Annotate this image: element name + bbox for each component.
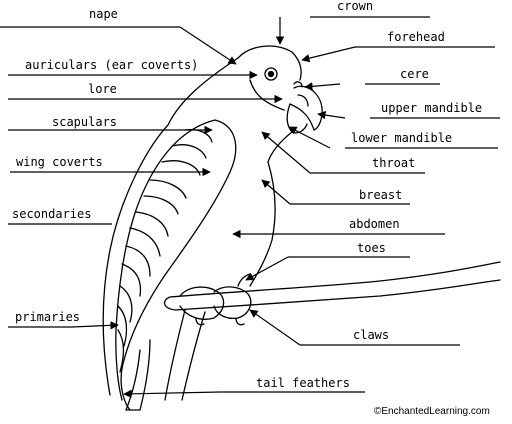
parrot-wing-outline <box>120 119 237 411</box>
scapular-feather <box>171 144 207 159</box>
perch-stub <box>164 309 206 401</box>
label-toes: toes <box>357 241 386 255</box>
labels: nape crown forehead auriculars (ear cove… <box>12 0 490 417</box>
parrot-foot <box>179 286 225 320</box>
label-tail-feathers: tail feathers <box>256 376 350 390</box>
covert-feather <box>143 195 179 215</box>
parrot-face <box>249 79 285 111</box>
parrot-beak-nostril <box>297 94 309 107</box>
label-throat: throat <box>372 156 415 170</box>
parrot-eye-ring <box>264 67 278 81</box>
label-abdomen: abdomen <box>349 217 400 231</box>
label-secondaries: secondaries <box>12 207 91 221</box>
parrot-wing-leading <box>115 119 216 401</box>
copyright-notice: ©EnchantedLearning.com <box>374 406 490 417</box>
label-upper-mandible: upper mandible <box>381 101 482 115</box>
label-lower-mandible: lower mandible <box>351 131 452 145</box>
parrot-foot <box>213 286 252 320</box>
parrot-upper-beak <box>289 85 323 131</box>
scapular-feather <box>161 160 201 176</box>
label-forehead: forehead <box>387 30 445 44</box>
primary-feather <box>119 285 133 323</box>
label-claws: claws <box>353 328 389 342</box>
secondary-feather <box>135 211 169 237</box>
leader-lines <box>0 16 500 399</box>
parrot-claw <box>235 317 245 326</box>
parrot-claw <box>195 317 205 326</box>
parrot-eye <box>267 70 275 78</box>
label-auriculars: auriculars (ear coverts) <box>25 58 198 72</box>
label-scapulars: scapulars <box>52 115 117 129</box>
primary-feather <box>117 329 125 373</box>
secondary-feather <box>121 263 142 297</box>
parrot-back-outline <box>102 57 239 396</box>
perch-branch <box>163 261 501 311</box>
covert-feather <box>149 179 187 199</box>
label-primaries: primaries <box>15 310 80 324</box>
label-lore: lore <box>88 82 117 96</box>
label-wing-coverts: wing coverts <box>16 155 103 169</box>
parrot-head <box>237 45 302 81</box>
label-cere: cere <box>400 67 429 81</box>
parrot-leg <box>237 273 251 287</box>
parrot-tail <box>125 339 151 411</box>
secondary-feather <box>129 227 161 257</box>
primary-feather <box>117 305 128 347</box>
secondary-feather <box>125 245 151 277</box>
label-nape: nape <box>89 7 118 21</box>
label-breast: breast <box>359 188 402 202</box>
label-crown: crown <box>337 0 373 13</box>
